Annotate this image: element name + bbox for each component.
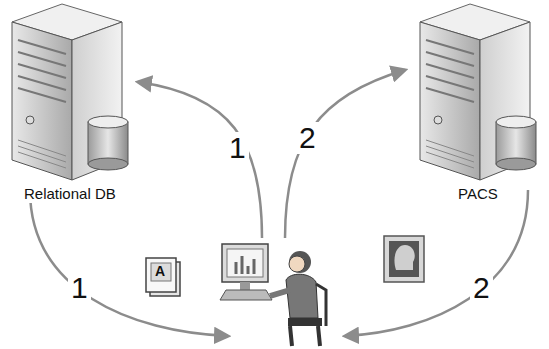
callout-number: 2 [470, 272, 493, 304]
server-icon [12, 4, 128, 180]
xray-icon [384, 236, 424, 282]
icon-letter: A [155, 264, 165, 278]
server-icon [420, 4, 536, 180]
callout-number: 2 [296, 122, 319, 154]
server-node: PACS [456, 184, 500, 203]
user-workstation [220, 244, 326, 346]
server-node: Relational DB [22, 184, 118, 203]
server-label: PACS [456, 184, 500, 203]
document-icon [146, 258, 180, 296]
callout-number: 1 [68, 272, 91, 304]
server-label: Relational DB [22, 184, 118, 203]
callout-number: 1 [226, 132, 249, 164]
flow-arrows [30, 70, 528, 336]
